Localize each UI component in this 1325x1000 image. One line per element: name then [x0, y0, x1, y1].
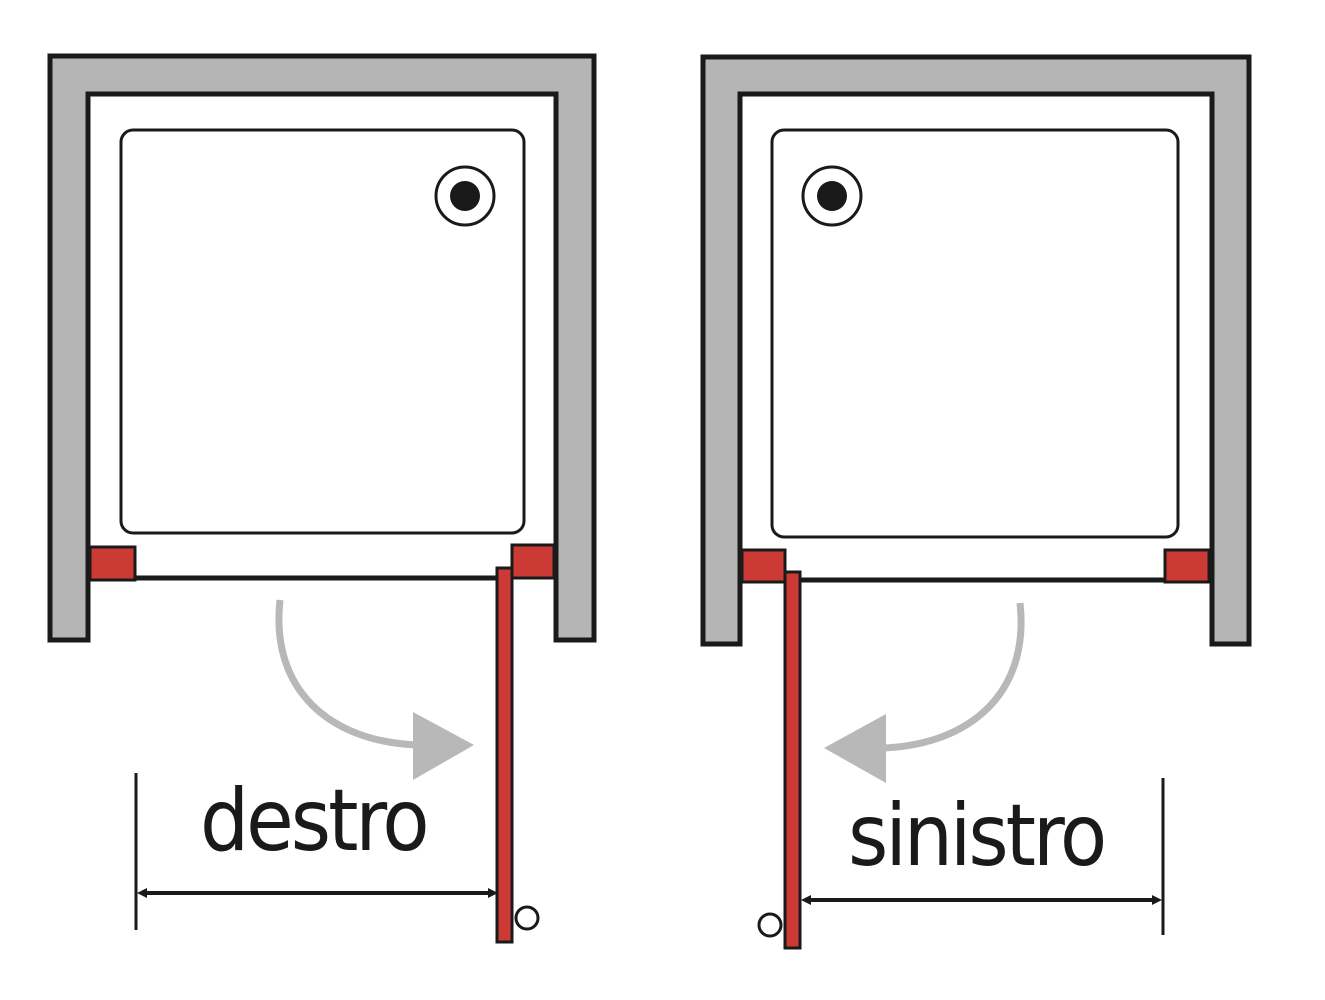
- door-panel: [495, 566, 514, 944]
- swing-arrowhead: [824, 714, 886, 783]
- wall-profile-right: [510, 543, 556, 580]
- wall: [47, 53, 597, 643]
- label-destro: destro: [200, 771, 427, 871]
- wall: [700, 54, 1252, 647]
- diagram-destro: destro: [47, 53, 597, 944]
- wall-profile-left: [88, 545, 137, 582]
- shower-tray: [119, 128, 526, 535]
- shower-tray: [770, 128, 1180, 539]
- drain-icon: [434, 165, 496, 227]
- handle-icon: [757, 912, 783, 938]
- diagram-sinistro: sinistro: [700, 54, 1252, 950]
- wall-profile-left: [740, 548, 787, 584]
- label-sinistro: sinistro: [848, 786, 1104, 886]
- handle-icon: [514, 905, 540, 931]
- swing-arrow: [275, 599, 419, 749]
- swing-arrowhead: [413, 712, 474, 780]
- drain-icon: [801, 165, 863, 227]
- swing-arrow: [881, 602, 1025, 752]
- door-panel: [783, 570, 802, 950]
- wall-profile-right: [1163, 548, 1211, 584]
